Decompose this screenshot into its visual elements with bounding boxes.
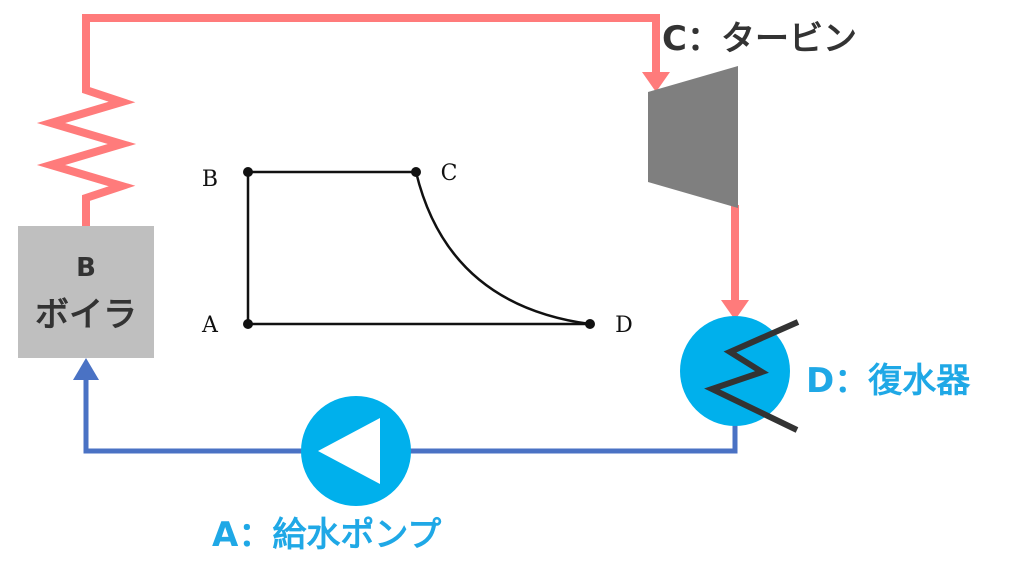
point-d-label: D [615, 313, 633, 338]
turbine-label: C：タービン [662, 19, 857, 59]
cold-pipe-condenser-to-boiler [83, 378, 738, 454]
point-b-label: B [202, 167, 218, 192]
boiler-name: ボイラ [35, 295, 137, 335]
point-a-dot [243, 319, 253, 329]
pump-label: A：給水ポンプ [212, 515, 441, 555]
condenser-coil-icon [704, 319, 800, 433]
hot-arrowhead-condenser-inlet [721, 300, 749, 320]
condenser-label: D：復水器 [806, 361, 971, 401]
hot-arrowhead-turbine-inlet [642, 72, 670, 92]
point-c-label: C [441, 161, 458, 186]
cycle-graph: B C A D [201, 161, 633, 338]
cold-arrowhead-boiler-inlet [73, 358, 99, 380]
hot-pipe-boiler-to-turbine [36, 14, 660, 226]
point-c-dot [411, 167, 421, 177]
point-d-dot [585, 319, 595, 329]
curve-c-d [414, 171, 591, 326]
boiler-box [18, 226, 154, 358]
turbine-trapezoid-icon [648, 66, 738, 208]
point-a-label: A [201, 313, 219, 338]
pump-triangle-icon [318, 418, 380, 484]
condenser-circle [680, 316, 790, 426]
point-b-dot [243, 167, 253, 177]
boiler-letter: B [76, 253, 96, 283]
